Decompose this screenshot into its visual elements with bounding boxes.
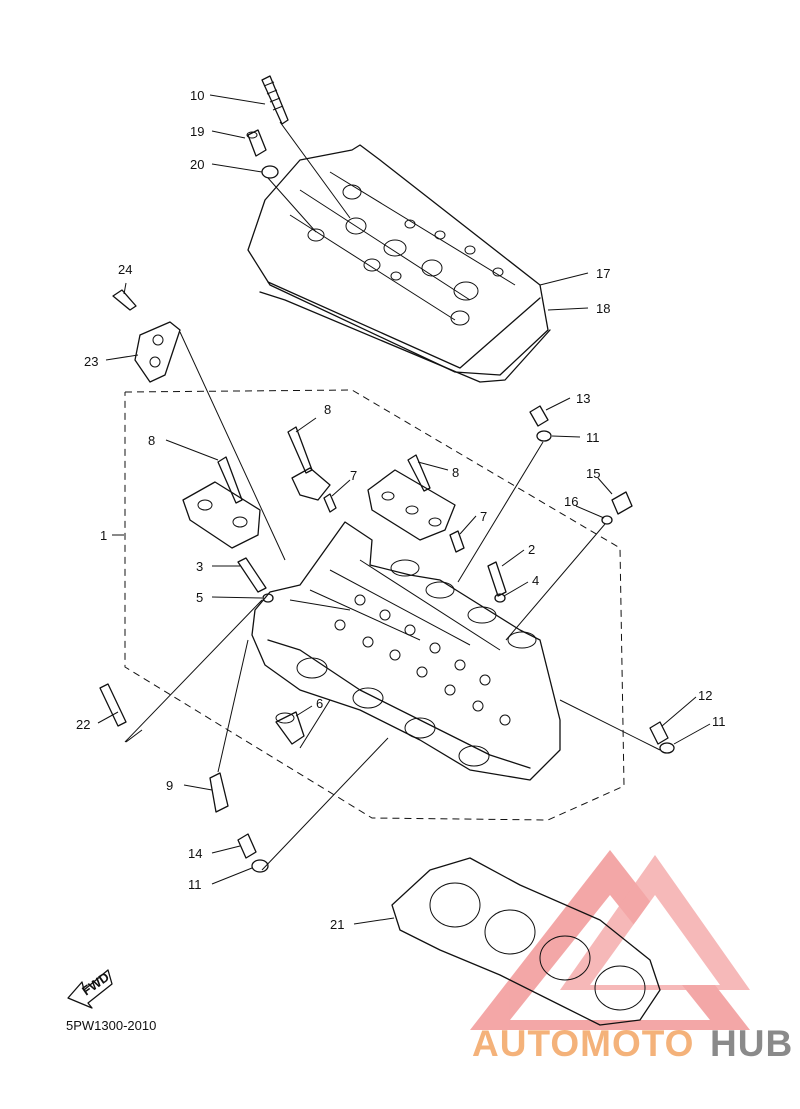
dowel-pins [323,493,465,553]
callout-19: 19 [190,124,204,139]
callout-9: 9 [166,778,173,793]
head-bolt-holes [334,594,511,726]
assembly-boundary [124,389,625,821]
callout-21: 21 [330,917,344,932]
callout-11-bottom: 11 [188,877,202,892]
callout-13: 13 [576,391,590,406]
callout-10: 10 [190,88,204,103]
fwd-label: FWD [79,969,112,998]
bolt-15 [611,491,633,515]
bolt-24 [112,289,137,311]
callout-16: 16 [564,494,578,509]
exhaust-ports [296,657,490,767]
callout-1: 1 [100,528,107,543]
spark-plug [261,75,289,125]
stud-2 [487,561,507,597]
diagram-code: 5PW1300-2010 [66,1018,156,1033]
watermark-text: AUTOMOTO HUB [472,1023,793,1064]
callout-2: 2 [528,542,535,557]
bracket-23 [134,321,181,383]
callout-5: 5 [196,590,203,605]
callout-11-right: 11 [712,714,726,729]
callout-8-left: 8 [148,433,155,448]
callout-18: 18 [596,301,610,316]
callout-17: 17 [596,266,610,281]
connection-lines [124,121,661,871]
head-gasket [391,857,661,1026]
washer-11-top [536,430,552,442]
plug-13 [529,405,549,427]
callout-15: 15 [586,466,600,481]
callout-14: 14 [188,846,202,861]
bolt-22 [99,683,127,727]
watermark-logo [470,850,750,1030]
callout-3: 3 [196,559,203,574]
callout-12: 12 [698,688,712,703]
plug-6 [275,711,305,745]
oring-4 [494,593,506,603]
plug-bolt [246,129,267,157]
callout-24: 24 [118,262,132,277]
callout-6: 6 [316,696,323,711]
plug-12 [649,721,669,745]
washer-11-bottom [251,859,269,873]
intake-ports [390,559,537,649]
spark-plug-wells [307,184,504,326]
washer-20 [261,165,279,179]
callout-11-top: 11 [586,430,600,445]
watermark-brand-hub: HUB [710,1023,793,1064]
callout-7-right: 7 [480,509,487,524]
watermark-brand-auto: AUTOMOTO [472,1023,694,1064]
camshaft-cap-middle [291,467,331,501]
callout-22: 22 [76,717,90,732]
plug-14 [237,833,257,859]
callout-23: 23 [84,354,98,369]
stud-9 [209,772,229,813]
cap-bolts [217,426,431,504]
callout-numbers: 10 19 20 17 18 24 23 8 8 8 7 7 13 11 15 … [76,88,726,932]
cylinder-head [251,521,561,781]
washer-11-right [659,742,675,754]
oring-5 [262,593,274,603]
callout-4: 4 [532,573,539,588]
callout-8-right: 8 [452,465,459,480]
cylinder-head-cover [247,144,551,383]
washer-16 [601,515,613,525]
callout-8-middle: 8 [324,402,331,417]
leader-lines [97,94,711,925]
callout-7-left: 7 [350,468,357,483]
camshaft-cap-left [182,481,261,549]
stud-3 [237,557,267,593]
forward-arrow-icon: FWD [67,969,113,1009]
camshaft-cap-right [367,469,456,541]
callout-20: 20 [190,157,204,172]
